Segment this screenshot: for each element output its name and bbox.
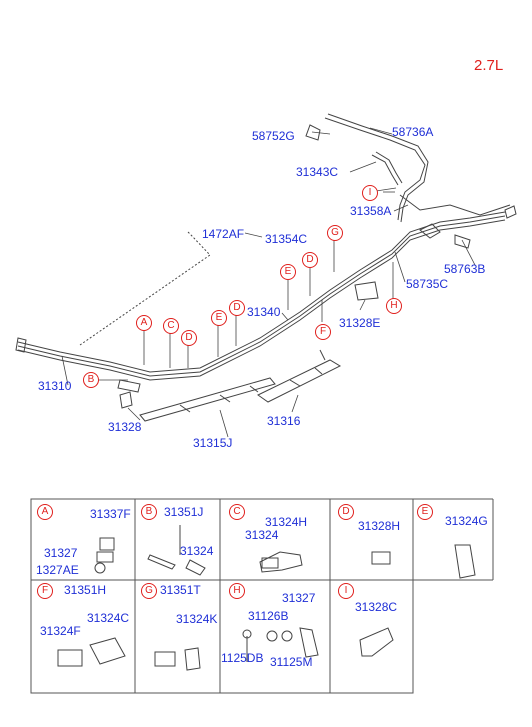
detail-c-part-1[interactable]: 31324H bbox=[265, 515, 308, 529]
part-31358a[interactable]: 31358A bbox=[350, 204, 392, 218]
callout-e-upper[interactable]: E bbox=[280, 264, 296, 280]
fuel-line-main bbox=[17, 211, 506, 373]
callout-h[interactable]: H bbox=[386, 298, 402, 314]
callout-f[interactable]: F bbox=[315, 324, 331, 340]
callout-g[interactable]: G bbox=[327, 225, 343, 241]
vapor-line bbox=[324, 117, 426, 221]
bracket-31316 bbox=[257, 359, 342, 403]
bracket-31315j bbox=[139, 377, 276, 422]
part-31340[interactable]: 31340 bbox=[247, 305, 281, 319]
detail-g-part-2[interactable]: 31324K bbox=[176, 612, 218, 626]
detail-d-letter: D bbox=[338, 504, 354, 520]
callout-i[interactable]: I bbox=[362, 185, 378, 201]
detail-a-part-1[interactable]: 31337F bbox=[90, 507, 131, 521]
callout-a[interactable]: A bbox=[136, 315, 152, 331]
part-58763b[interactable]: 58763B bbox=[444, 262, 486, 276]
part-31315j[interactable]: 31315J bbox=[193, 436, 233, 450]
clip-58752g bbox=[305, 124, 321, 141]
part-31316[interactable]: 31316 bbox=[267, 414, 301, 428]
part-31354c[interactable]: 31354C bbox=[265, 232, 308, 246]
callout-b[interactable]: B bbox=[83, 372, 99, 388]
detail-i-letter: I bbox=[338, 583, 354, 599]
detail-b-letter: B bbox=[141, 504, 157, 520]
callout-d-upper[interactable]: D bbox=[302, 252, 318, 268]
detail-h-part-2[interactable]: 31126B bbox=[248, 609, 289, 623]
detail-b-part-1[interactable]: 31351J bbox=[164, 505, 204, 519]
part-58736a[interactable]: 58736A bbox=[392, 125, 434, 139]
clip-31328e bbox=[354, 281, 379, 301]
detail-f-part-1[interactable]: 31351H bbox=[64, 583, 107, 597]
detail-h-letter: H bbox=[229, 583, 245, 599]
detail-e-part-1[interactable]: 31324G bbox=[445, 514, 488, 528]
callout-d-mid[interactable]: D bbox=[229, 300, 245, 316]
part-31343c[interactable]: 31343C bbox=[296, 165, 339, 179]
detail-a-part-3[interactable]: 1327AE bbox=[36, 563, 79, 577]
engine-label: 2.7L bbox=[474, 57, 504, 74]
part-1472af[interactable]: 1472AF bbox=[202, 227, 245, 241]
callout-c[interactable]: C bbox=[163, 318, 179, 334]
detail-g-part-1[interactable]: 31351T bbox=[160, 583, 201, 597]
part-31328[interactable]: 31328 bbox=[108, 420, 142, 434]
detail-table bbox=[30, 498, 414, 694]
detail-a-part-2[interactable]: 31327 bbox=[44, 546, 78, 560]
callout-d-lower[interactable]: D bbox=[181, 330, 197, 346]
part-58752g[interactable]: 58752G bbox=[252, 129, 295, 143]
clip-31328 bbox=[119, 391, 133, 409]
detail-f-part-3[interactable]: 31324C bbox=[87, 611, 130, 625]
detail-b-part-2[interactable]: 31324 bbox=[180, 544, 214, 558]
detail-h-part-1[interactable]: 31327 bbox=[282, 591, 316, 605]
part-58735c[interactable]: 58735C bbox=[406, 277, 449, 291]
detail-h-part-4[interactable]: 31125M bbox=[270, 655, 313, 669]
detail-f-part-2[interactable]: 31324F bbox=[40, 624, 81, 638]
part-31328e[interactable]: 31328E bbox=[339, 316, 381, 330]
detail-i-part-1[interactable]: 31328C bbox=[355, 600, 398, 614]
detail-c-part-2[interactable]: 31324 bbox=[245, 528, 279, 542]
detail-a-letter: A bbox=[37, 504, 53, 520]
detail-g-letter: G bbox=[141, 583, 157, 599]
detail-f-letter: F bbox=[37, 583, 53, 599]
part-31310[interactable]: 31310 bbox=[38, 379, 72, 393]
detail-e-letter: E bbox=[417, 504, 433, 520]
detail-h-part-3[interactable]: 1125DB bbox=[221, 651, 264, 665]
callout-e-lower[interactable]: E bbox=[211, 310, 227, 326]
detail-d-part-1[interactable]: 31328H bbox=[358, 519, 401, 533]
detail-c-letter: C bbox=[229, 504, 245, 520]
